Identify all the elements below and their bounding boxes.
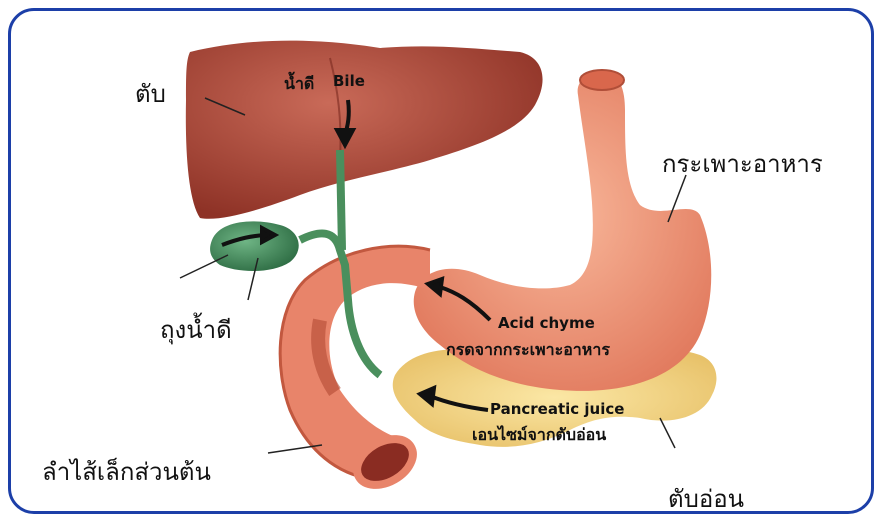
- label-pancreatic-juice-thai: เอนไซม์จากตับอ่อน: [472, 423, 606, 448]
- label-duodenum: ลำไส้เล็กส่วนต้น: [42, 452, 211, 491]
- label-acid-chyme-english: Acid chyme: [498, 314, 595, 332]
- leader-pancreas: [660, 418, 675, 448]
- label-liver: ตับ: [135, 74, 166, 113]
- label-gallbladder: ถุงน้ำดี: [160, 310, 232, 349]
- liver-shape: [186, 41, 543, 219]
- leader-gallbladder-1: [180, 255, 228, 278]
- label-pancreas: ตับอ่อน: [668, 479, 744, 518]
- label-bile-english: Bile: [333, 72, 365, 90]
- label-pancreatic-juice-english: Pancreatic juice: [490, 400, 624, 418]
- label-acid-chyme-thai: กรดจากกระเพาะอาหาร: [446, 338, 610, 363]
- label-bile-thai: น้ำดี: [284, 72, 314, 97]
- label-stomach: กระเพาะอาหาร: [662, 144, 823, 183]
